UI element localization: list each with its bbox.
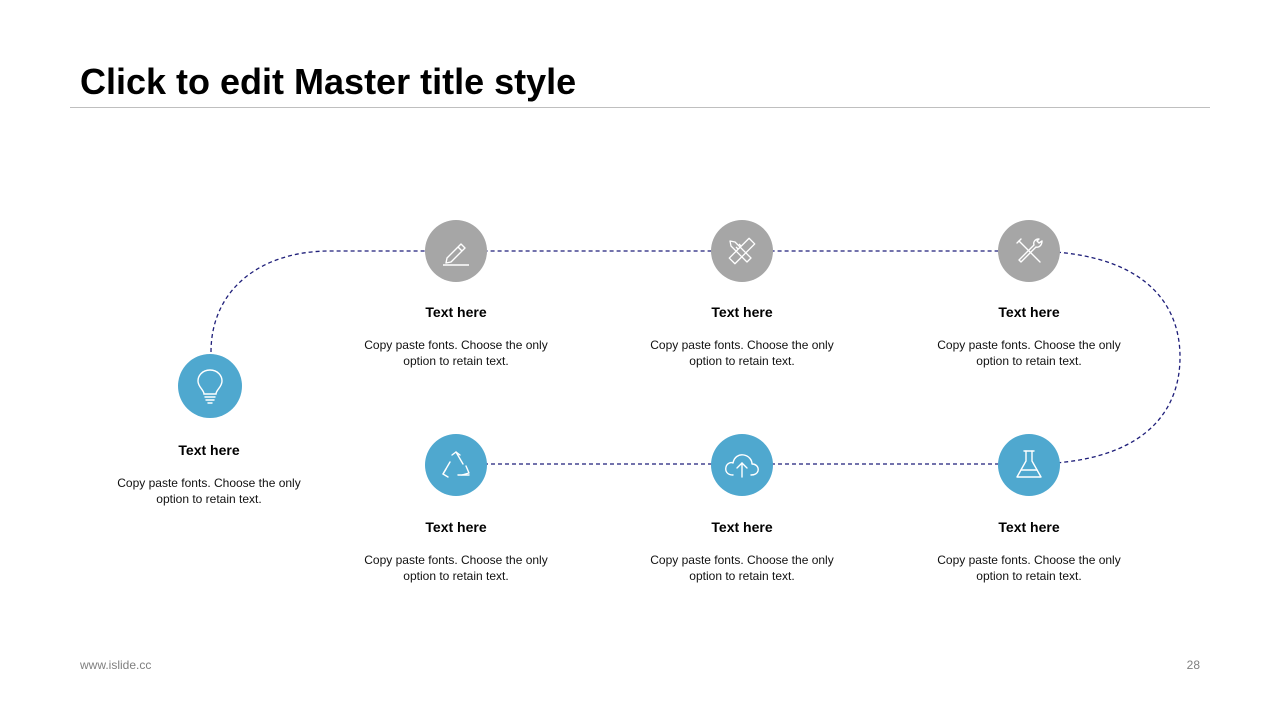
step-desc-3[interactable]: Copy paste fonts. Choose the only option… (632, 337, 852, 369)
step-title-6[interactable]: Text here (711, 519, 773, 535)
flask-icon (1016, 450, 1042, 478)
title-divider (70, 107, 1210, 108)
step-desc-2-line1: Copy paste fonts. Choose the only (364, 338, 548, 352)
path-right-curve (1028, 250, 1181, 465)
step-node-pencil[interactable] (425, 220, 487, 282)
pencil-icon (443, 243, 469, 266)
step-node-flask[interactable] (998, 434, 1060, 496)
step-desc-4[interactable]: Copy paste fonts. Choose the only option… (919, 337, 1139, 369)
step-desc-3-line1: Copy paste fonts. Choose the only (650, 338, 834, 352)
step-node-ruler-pencil[interactable] (711, 220, 773, 282)
step-desc-5-line2: option to retain text. (403, 569, 509, 583)
step-title-2[interactable]: Text here (425, 304, 487, 320)
step-title-5[interactable]: Text here (425, 519, 487, 535)
lightbulb-icon (197, 369, 223, 404)
tools-icon (1016, 238, 1043, 263)
step-desc-4-line2: option to retain text. (976, 354, 1082, 368)
step-desc-3-line2: option to retain text. (689, 354, 795, 368)
step-desc-1-line1: Copy paste fonts. Choose the only (117, 476, 301, 490)
step-desc-2[interactable]: Copy paste fonts. Choose the only option… (346, 337, 566, 369)
step-node-lightbulb[interactable] (178, 354, 242, 418)
step-desc-5[interactable]: Copy paste fonts. Choose the only option… (346, 552, 566, 584)
step-node-tools[interactable] (998, 220, 1060, 282)
step-desc-5-line1: Copy paste fonts. Choose the only (364, 553, 548, 567)
step-title-7[interactable]: Text here (998, 519, 1060, 535)
cloud-upload-icon (725, 454, 759, 478)
ruler-pencil-icon (728, 237, 756, 265)
step-title-3[interactable]: Text here (711, 304, 773, 320)
step-desc-6[interactable]: Copy paste fonts. Choose the only option… (632, 552, 852, 584)
step-desc-7-line2: option to retain text. (976, 569, 1082, 583)
step-desc-7-line1: Copy paste fonts. Choose the only (937, 553, 1121, 567)
page-number: 28 (1186, 658, 1200, 672)
step-node-recycle[interactable] (425, 434, 487, 496)
step-desc-7[interactable]: Copy paste fonts. Choose the only option… (919, 552, 1139, 584)
step-desc-4-line1: Copy paste fonts. Choose the only (937, 338, 1121, 352)
step-desc-6-line1: Copy paste fonts. Choose the only (650, 553, 834, 567)
step-desc-6-line2: option to retain text. (689, 569, 795, 583)
step-desc-1-line2: option to retain text. (156, 492, 262, 506)
step-desc-2-line2: option to retain text. (403, 354, 509, 368)
step-title-1[interactable]: Text here (178, 442, 240, 458)
step-node-cloud-upload[interactable] (711, 434, 773, 496)
step-title-4[interactable]: Text here (998, 304, 1060, 320)
recycle-icon (442, 451, 470, 478)
path-top-line (210, 250, 1029, 353)
slide-title[interactable]: Click to edit Master title style (80, 61, 577, 102)
step-desc-1[interactable]: Copy paste fonts. Choose the only option… (99, 475, 319, 507)
footer-url: www.islide.cc (80, 658, 152, 672)
